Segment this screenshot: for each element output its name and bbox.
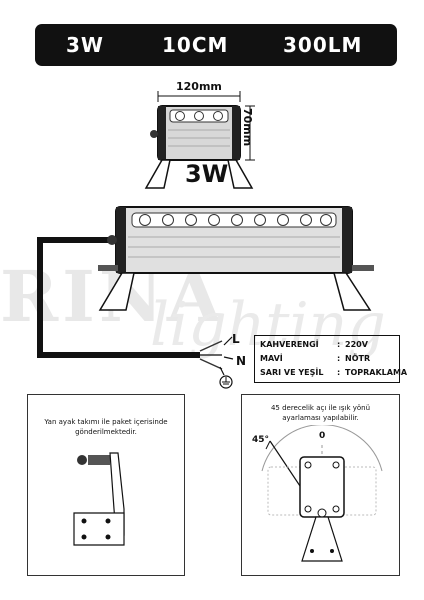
angle-diagram <box>261 425 383 562</box>
spec-power: 3W <box>66 33 104 57</box>
wiring-label-yellow-green: SARI VE YEŞİL <box>260 368 324 377</box>
angle-note: 45 derecelik açı ile ışık yönü ayarlamas… <box>270 404 371 422</box>
small-fixture-diagram <box>144 91 255 189</box>
wiring-table: KAHVERENGİ : 220V MAVİ : NÖTR SARI VE YE… <box>254 335 407 383</box>
angle-panel: 45 derecelik açı ile ışık yönü ayarlamas… <box>241 394 400 576</box>
bracket-diagram <box>73 452 125 546</box>
fixture-power-label: 3W <box>185 160 229 188</box>
wire-letter-n: N <box>236 354 247 368</box>
spec-lumen: 300LM <box>283 33 363 57</box>
wiring-value-yellow-green: TOPRAKLAMA <box>345 368 408 377</box>
wiring-colon: : <box>337 368 341 377</box>
dim-height: 70mm <box>241 108 254 147</box>
wiring-colon: : <box>337 340 341 349</box>
wiring-value-brown: 220V <box>345 340 368 349</box>
zero-label: 0 <box>319 431 326 441</box>
wiring-colon: : <box>337 354 341 363</box>
angle-label: 45° <box>252 435 270 445</box>
bracket-panel: Yan ayak takımı ile paket içerisinde gön… <box>27 394 185 576</box>
spec-bar <box>35 24 397 66</box>
wiring-label-brown: KAHVERENGİ <box>260 340 319 349</box>
large-fixture-diagram <box>37 206 374 389</box>
dim-width: 120mm <box>176 80 222 93</box>
bracket-note: Yan ayak takımı ile paket içerisinde gön… <box>44 418 168 436</box>
wiring-value-blue: NÖTR <box>345 354 371 363</box>
wiring-label-blue: MAVİ <box>260 354 283 363</box>
wire-letter-l: L <box>232 332 240 346</box>
spec-length: 10CM <box>162 33 229 57</box>
